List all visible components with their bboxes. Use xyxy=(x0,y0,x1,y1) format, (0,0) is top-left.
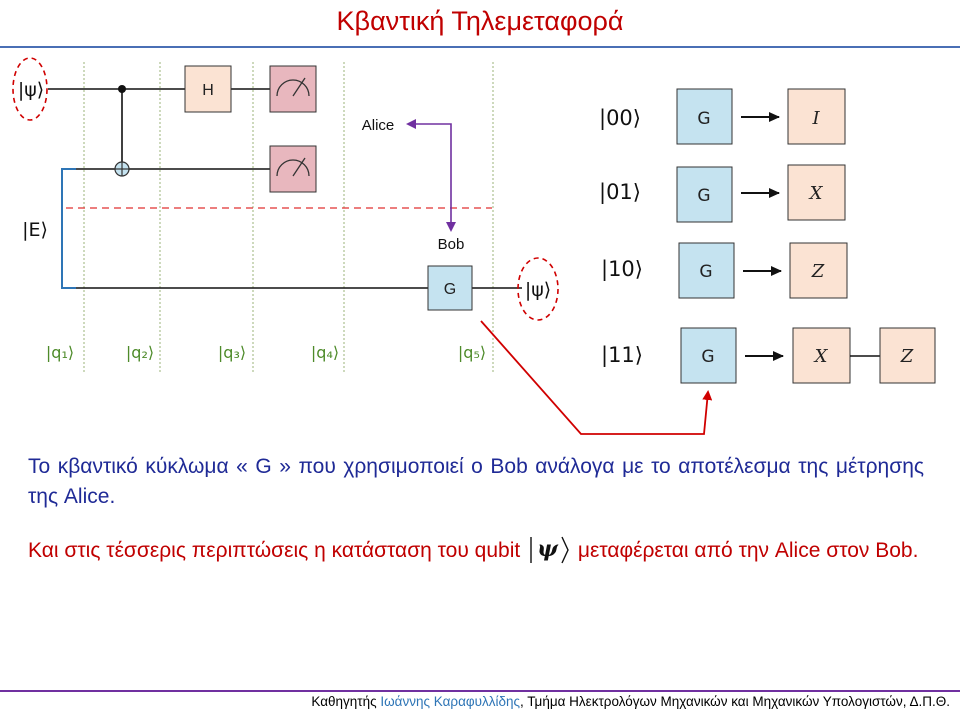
alice-label: Alice xyxy=(362,117,395,134)
case-g-gate xyxy=(676,88,733,145)
case-g-gate xyxy=(676,166,733,223)
output-state-highlight xyxy=(517,257,559,321)
conclusion-text-b: μεταφέρεται από την Alice στον Bob. xyxy=(577,539,919,562)
case-ket: |00⟩ xyxy=(599,106,641,131)
title-divider xyxy=(0,46,960,48)
teleportation-diagram: H G Alice Bob |ψ⟩ |E⟩ |ψ⟩ |q₁⟩ |q₂⟩ |q₃⟩… xyxy=(12,57,936,435)
q-label: |q₃⟩ xyxy=(218,343,246,362)
case-op-box xyxy=(787,88,846,145)
case-ket: |11⟩ xyxy=(601,343,643,368)
hadamard-gate xyxy=(184,65,232,113)
conclusion-text-a: Και στις τέσσερις περιπτώσεις η κατάστασ… xyxy=(28,539,521,562)
footer: Καθηγητής Ιωάννης Καραφυλλίδης, Τμήμα Ηλ… xyxy=(0,694,950,709)
g-detail-arrow xyxy=(480,320,713,435)
case-op-box xyxy=(789,242,848,299)
case-op-label: X xyxy=(813,346,829,367)
cnot-target-icon xyxy=(114,161,130,177)
case-op-label: Z xyxy=(900,346,914,367)
case-ket: |10⟩ xyxy=(601,257,643,282)
psi-ket-icon xyxy=(530,536,569,564)
q-label: |q₄⟩ xyxy=(311,343,339,362)
measurement-meter-icon xyxy=(269,65,317,113)
alice-bob-channel-arrow xyxy=(406,119,456,232)
psi-ket-symbol: ψ xyxy=(537,536,558,562)
entangled-ket: |E⟩ xyxy=(22,219,48,241)
q-label: |q₅⟩ xyxy=(458,343,486,362)
case-op-label: X xyxy=(808,183,824,204)
footer-prefix: Καθηγητής xyxy=(311,694,381,709)
case-op-box xyxy=(787,164,846,221)
hadamard-gate-label: H xyxy=(202,82,214,99)
footer-affiliation: , Τμήμα Ηλεκτρολόγων Μηχανικών και Μηχαν… xyxy=(520,694,950,709)
output-ket: |ψ⟩ xyxy=(525,279,551,301)
conclusion-paragraph: Και στις τέσσερις περιπτώσεις η κατάστασ… xyxy=(28,536,924,566)
q-labels: |q₁⟩ |q₂⟩ |q₃⟩ |q₄⟩ |q₅⟩ xyxy=(46,343,486,362)
psi-ket-inline: ψ xyxy=(528,536,570,564)
case-g-gate xyxy=(678,242,735,299)
case-table: |00⟩ G I |01⟩ G X |10⟩ G Z |11⟩ G X Z xyxy=(599,88,936,384)
slide-title: Κβαντική Τηλεμεταφορά xyxy=(336,6,624,36)
cnot-control-dot xyxy=(118,85,126,93)
case-g-label: G xyxy=(697,186,710,206)
q-label: |q₂⟩ xyxy=(126,343,154,362)
bob-g-gate xyxy=(427,265,473,311)
case-g-gate xyxy=(680,327,737,384)
case-ket: |01⟩ xyxy=(599,180,641,205)
case-op-label: Z xyxy=(811,261,825,282)
case-op-box xyxy=(879,327,936,384)
entanglement-bracket xyxy=(61,168,76,289)
input-ket: |ψ⟩ xyxy=(18,79,44,101)
footer-author: Ιωάννης Καραφυλλίδης xyxy=(380,694,521,709)
bob-label: Bob xyxy=(438,236,465,253)
bob-g-gate-label: G xyxy=(444,281,456,298)
footer-divider xyxy=(0,690,960,692)
case-g-label: G xyxy=(697,109,710,129)
input-state-highlight xyxy=(12,57,48,121)
case-g-label: G xyxy=(701,347,714,367)
explanation-paragraph: Το κβαντικό κύκλωμα « G » που χρησιμοποι… xyxy=(28,455,924,508)
measurement-meter-icon xyxy=(269,145,317,193)
q-label: |q₁⟩ xyxy=(46,343,74,362)
case-op-label: I xyxy=(811,108,820,129)
case-g-label: G xyxy=(699,262,712,282)
